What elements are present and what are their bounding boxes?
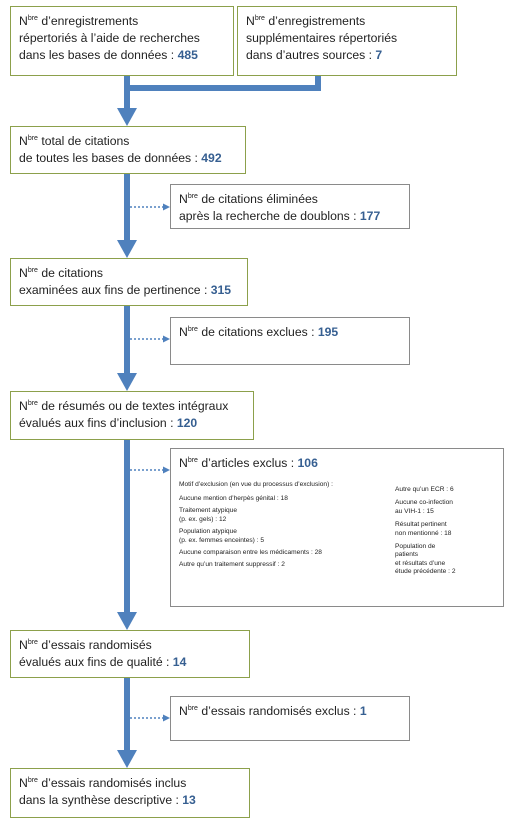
rct-excluded-count: 1	[359, 704, 367, 718]
fulltext-assessed-box: Nbre de résumés ou de textes intégraux é…	[10, 391, 254, 440]
db-records-box: Nbre d’enregistrements répertoriés à l’a…	[10, 6, 234, 76]
reason-previous-study-population-3: et résultats d’une	[395, 559, 446, 567]
screened-count: 315	[210, 283, 232, 297]
reason-outcome-not-reported-detail: non mentionné : 18	[395, 529, 452, 537]
total-citations-line-2: de toutes les bases de données : 492	[19, 151, 222, 165]
rct-included-count: 13	[182, 793, 196, 807]
excluded-citations-line-1: Nbre de citations exclues : 195	[179, 325, 339, 339]
flow-arrowhead-3	[117, 373, 137, 391]
exclusion-reasons-header: Motif d’exclusion (en vue du processus d…	[179, 481, 333, 488]
reason-no-genital-herpes: Aucune mention d’herpès génital : 18	[179, 495, 288, 502]
rct-included-line-2: dans la synthèse descriptive : 13	[19, 793, 196, 807]
total-citations-box: Nbre total de citations de toutes les ba…	[10, 126, 246, 174]
reason-atypical-treatment-detail: (p. ex. gels) : 12	[179, 515, 227, 523]
reason-previous-study-population-4: étude précédente : 2	[395, 568, 456, 576]
reason-previous-study-population-2: patients	[395, 551, 419, 559]
reason-no-hiv-coinfection-detail: au VIH-1 : 15	[395, 507, 434, 515]
db-records-count: 485	[177, 48, 198, 62]
exclusion-arrowhead-4	[163, 714, 170, 722]
screened-citations-box: Nbre de citations examinées aux fins de …	[10, 258, 248, 306]
db-records-line-1: Nbre d’enregistrements	[19, 14, 139, 28]
other-records-box: Nbre d’enregistrements supplémentaires r…	[237, 6, 457, 76]
reason-not-suppressive: Autre qu’un traitement suppressif : 2	[179, 561, 285, 569]
fulltext-line-1: Nbre de résumés ou de textes intégraux	[19, 399, 229, 413]
reason-outcome-not-reported: Résultat pertinent	[395, 521, 447, 529]
rct-quality-line-2: évalués aux fins de qualité : 14	[19, 655, 187, 669]
reason-previous-study-population: Population de	[395, 543, 436, 551]
excluded-articles-count: 106	[297, 456, 318, 470]
screened-line-2: examinées aux fins de pertinence : 315	[19, 283, 232, 297]
other-records-line-2: supplémentaires répertoriés	[246, 31, 398, 45]
reason-atypical-population-detail: (p. ex. femmes enceintes) : 5	[179, 536, 265, 544]
rct-quality-line-1: Nbre d’essais randomisés	[19, 638, 152, 652]
excluded-citations-count: 195	[317, 325, 339, 339]
reason-atypical-population: Population atypique	[179, 528, 237, 536]
screened-line-1: Nbre de citations	[19, 266, 103, 280]
rct-quality-box: Nbre d’essais randomisés évalués aux fin…	[10, 630, 250, 678]
fulltext-line-2: évalués aux fins d’inclusion : 120	[19, 416, 198, 430]
db-records-line-3: dans les bases de données : 485	[19, 48, 198, 62]
fulltext-count: 120	[176, 416, 198, 430]
excluded-articles-line-1: Nbre d’articles exclus : 106	[179, 456, 318, 470]
duplicates-line-2: après la recherche de doublons : 177	[179, 209, 381, 223]
duplicates-count: 177	[359, 209, 381, 223]
reason-atypical-treatment: Traitement atypique	[179, 507, 238, 515]
duplicates-line-1: Nbre de citations éliminées	[179, 192, 318, 206]
flow-arrowhead-4	[117, 612, 137, 630]
other-records-line-3: dans d’autres sources : 7	[246, 48, 383, 62]
excluded-citations-box: Nbre de citations exclues : 195	[170, 317, 410, 365]
rct-excluded-line-1: Nbre d’essais randomisés exclus : 1	[179, 704, 367, 718]
reason-no-hiv-coinfection: Aucune co-infection	[395, 499, 453, 507]
reason-not-rct: Autre qu’un ECR : 6	[395, 486, 454, 493]
excluded-articles-box: Nbre d’articles exclus : 106 Motif d’exc…	[170, 448, 504, 607]
other-records-count: 7	[375, 48, 383, 62]
exclusion-arrowhead-1	[163, 203, 170, 211]
exclusion-reasons-left: Aucune mention d’herpès génital : 18 Tra…	[179, 495, 322, 570]
rct-included-box: Nbre d’essais randomisés inclus dans la …	[10, 768, 250, 818]
flow-arrowhead-5	[117, 750, 137, 768]
total-citations-count: 492	[201, 151, 222, 165]
rct-included-line-1: Nbre d’essais randomisés inclus	[19, 776, 187, 790]
flow-arrowhead-1	[117, 108, 137, 126]
flow-arrowhead-2	[117, 240, 137, 258]
rct-quality-count: 14	[172, 655, 187, 669]
exclusion-arrowhead-2	[163, 335, 170, 343]
total-citations-line-1: Nbre total de citations	[19, 134, 130, 148]
db-records-line-2: répertoriés à l’aide de recherches	[19, 31, 200, 45]
reason-no-drug-comparison: Aucune comparaison entre les médicaments…	[179, 549, 322, 557]
other-records-line-1: Nbre d’enregistrements	[246, 14, 366, 28]
rct-excluded-box: Nbre d’essais randomisés exclus : 1	[170, 696, 410, 741]
exclusion-reasons-right: Autre qu’un ECR : 6 Aucune co-infection …	[395, 486, 456, 577]
duplicates-removed-box: Nbre de citations éliminées après la rec…	[170, 184, 410, 229]
exclusion-arrowhead-3	[163, 466, 170, 474]
